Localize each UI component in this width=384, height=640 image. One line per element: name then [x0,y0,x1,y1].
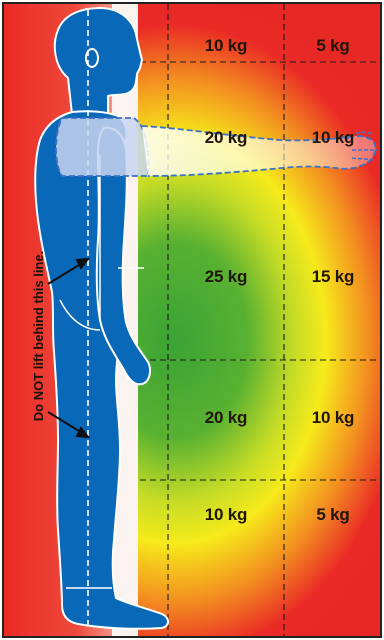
warning-label: Do NOT lift behind this line. [31,236,47,436]
weight-shoulder-near: 20 kg [170,128,282,148]
weight-shin-near: 10 kg [170,505,282,525]
weight-shin-far: 5 kg [286,505,380,525]
shoulder-highlight [56,118,148,176]
weight-waist-far: 15 kg [286,267,380,287]
weight-head-near: 10 kg [170,36,282,56]
weight-knee-near: 20 kg [170,408,282,428]
weight-head-far: 5 kg [286,36,380,56]
forward-zone-background [138,4,381,636]
weight-knee-far: 10 kg [286,408,380,428]
weight-shoulder-far: 10 kg [286,128,380,148]
weight-waist-near: 25 kg [170,267,282,287]
